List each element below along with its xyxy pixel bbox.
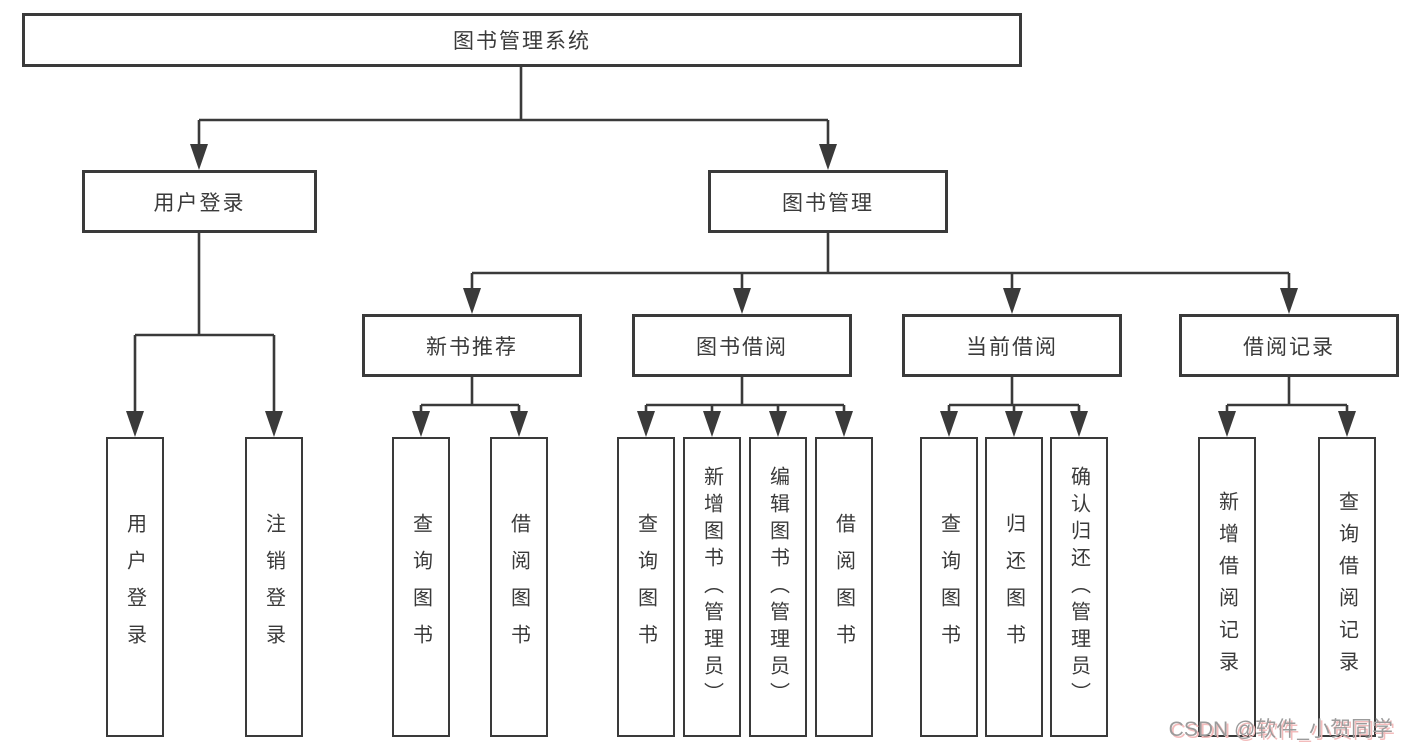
leaf-query-borrow-record: 查询借阅记录 — [1318, 437, 1376, 737]
csdn-watermark: CSDN @软件_小贺同学 — [1168, 718, 1393, 741]
leaf-borrow-books-recommend: 借阅图书 — [490, 437, 548, 737]
leaf-add-borrow-record: 新增借阅记录 — [1198, 437, 1256, 737]
leaf-add-books-admin: 新增图书（管理员） — [683, 437, 741, 737]
leaf-edit-books-admin: 编辑图书（管理员） — [749, 437, 807, 737]
leaf-return-books: 归还图书 — [985, 437, 1043, 737]
leaf-confirm-return-admin: 确认归还（管理员） — [1050, 437, 1108, 737]
leaf-query-books-recommend: 查询图书 — [392, 437, 450, 737]
node-book-management: 图书管理 — [708, 170, 948, 233]
leaf-query-books-current: 查询图书 — [920, 437, 978, 737]
node-new-book-recommend: 新书推荐 — [362, 314, 582, 377]
leaf-user-login: 用户登录 — [106, 437, 164, 737]
leaf-borrow-books: 借阅图书 — [815, 437, 873, 737]
node-book-borrow: 图书借阅 — [632, 314, 852, 377]
node-borrow-records: 借阅记录 — [1179, 314, 1399, 377]
leaf-logout: 注销登录 — [245, 437, 303, 737]
node-current-borrow: 当前借阅 — [902, 314, 1122, 377]
leaf-query-books-borrow: 查询图书 — [617, 437, 675, 737]
node-user-login: 用户登录 — [82, 170, 317, 233]
node-library-management-system: 图书管理系统 — [22, 13, 1022, 67]
